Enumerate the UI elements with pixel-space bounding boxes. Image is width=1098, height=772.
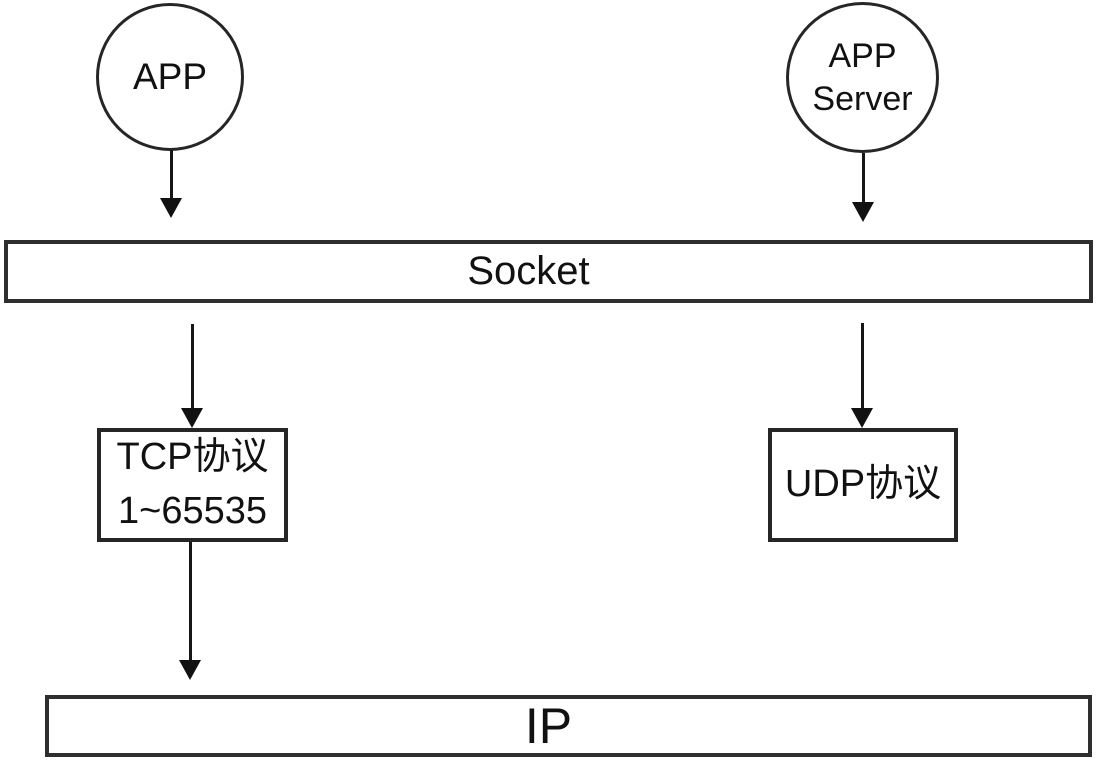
node-ip-label: IP	[524, 698, 573, 754]
arrow-line	[860, 323, 864, 411]
arrow-app-server-to-socket-icon	[850, 153, 876, 222]
node-udp-label: UDP协议	[784, 463, 942, 506]
arrow-line	[169, 150, 173, 201]
node-tcp-label-line1: TCP协议	[116, 436, 269, 479]
arrow-head-icon	[179, 660, 201, 680]
arrow-head-icon	[851, 408, 873, 428]
node-tcp: TCP协议 1~65535	[97, 428, 288, 542]
node-app-server-label-line2: Server	[812, 79, 913, 118]
arrow-head-icon	[852, 202, 874, 222]
arrow-tcp-to-ip-icon	[177, 542, 203, 680]
arrow-line	[188, 542, 192, 663]
arrow-socket-to-udp-icon	[849, 323, 875, 428]
arrow-head-icon	[160, 198, 182, 218]
arrow-app-to-socket-icon	[158, 150, 184, 218]
node-app-server: APP Server	[786, 2, 939, 153]
node-app: APP	[96, 3, 244, 151]
node-udp: UDP协议	[768, 428, 958, 542]
arrow-socket-to-tcp-icon	[179, 324, 205, 428]
arrow-line	[190, 324, 194, 411]
arrow-line	[861, 153, 865, 205]
node-socket-label: Socket	[467, 249, 590, 293]
node-tcp-label-line2: 1~65535	[118, 490, 267, 532]
arrow-head-icon	[181, 408, 203, 428]
node-app-server-label-line1: APP	[828, 37, 897, 75]
node-ip: IP	[45, 695, 1092, 757]
node-socket: Socket	[4, 240, 1093, 303]
node-app-label: APP	[132, 56, 208, 97]
